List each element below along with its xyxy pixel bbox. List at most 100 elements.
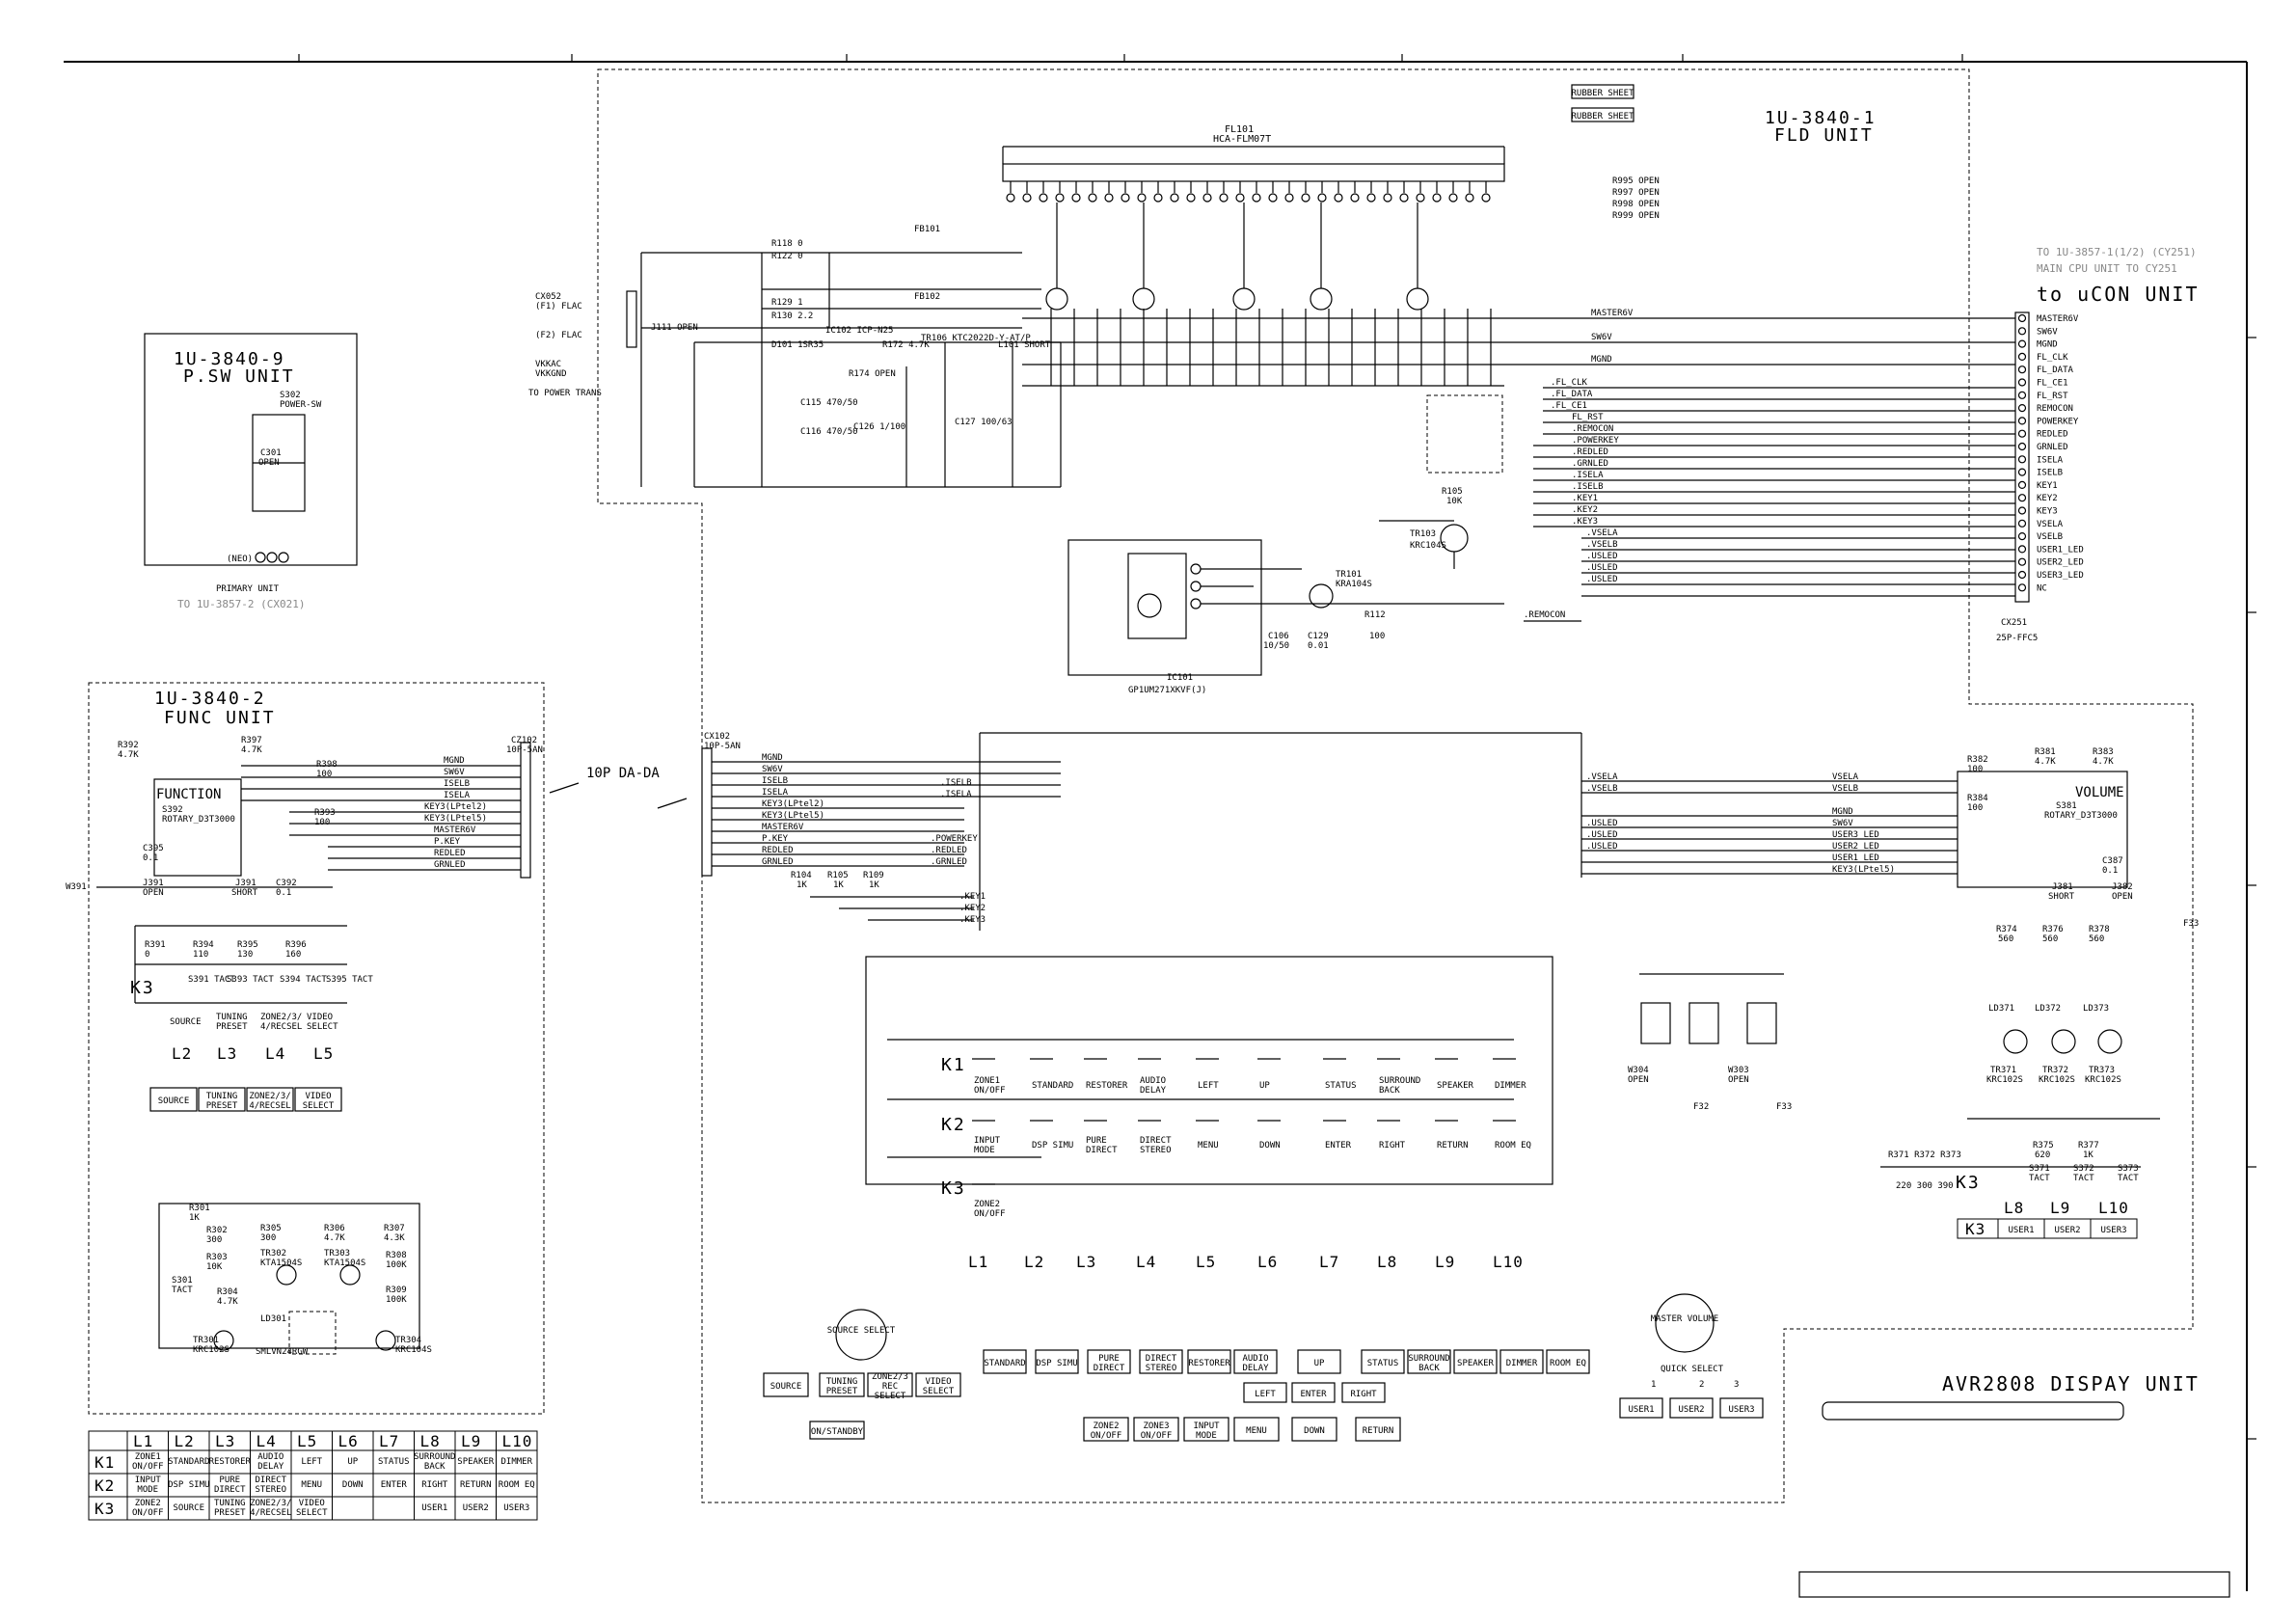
quick-select-user1[interactable] bbox=[1619, 1397, 1663, 1419]
table-cell: ZONE2/3/4/RECSEL bbox=[250, 1499, 291, 1518]
front-key-top[interactable] bbox=[1297, 1349, 1341, 1374]
front-key-top[interactable] bbox=[1499, 1349, 1544, 1374]
table-cell: USER3 bbox=[503, 1503, 529, 1513]
fld-unit-name: FLD UNIT bbox=[1774, 125, 1874, 146]
svg-text:.REMOCON: .REMOCON bbox=[1524, 610, 1565, 620]
k3-label: K3 bbox=[941, 1178, 966, 1199]
front-key-row3[interactable] bbox=[1083, 1417, 1129, 1442]
front-key-top[interactable] bbox=[1233, 1349, 1278, 1374]
svg-text:POWER-SW: POWER-SW bbox=[280, 400, 322, 410]
psw-name: P.SW UNIT bbox=[183, 366, 295, 387]
svg-text:VSELA: VSELA bbox=[1832, 772, 1859, 782]
driver-transistor bbox=[1132, 287, 1155, 311]
front-key-row3[interactable] bbox=[1183, 1417, 1229, 1442]
cx251-part: 25P-FFC5 bbox=[1996, 634, 2038, 643]
front-key-top[interactable] bbox=[983, 1349, 1027, 1374]
front-key-top[interactable] bbox=[1407, 1349, 1451, 1374]
source-key[interactable] bbox=[819, 1372, 865, 1397]
svg-text:KEY3(LPtel2): KEY3(LPtel2) bbox=[762, 799, 824, 809]
front-key-top[interactable] bbox=[1453, 1349, 1498, 1374]
k1-switch-label: STANDARD bbox=[1032, 1081, 1073, 1091]
table-col-l4: L4 bbox=[257, 1432, 277, 1450]
svg-text:.VSELB: .VSELB bbox=[1586, 540, 1618, 550]
user-line-l9: L9 bbox=[2050, 1199, 2070, 1217]
front-key-row3-text: MENU bbox=[1246, 1426, 1267, 1436]
svg-text:ISELA: ISELA bbox=[444, 791, 471, 800]
front-key-top[interactable] bbox=[1361, 1349, 1405, 1374]
svg-text:S395 TACT: S395 TACT bbox=[326, 975, 373, 985]
front-key-row2[interactable] bbox=[1291, 1382, 1336, 1403]
svg-text:KRC104S: KRC104S bbox=[395, 1345, 432, 1355]
front-key-row3[interactable] bbox=[1133, 1417, 1179, 1442]
front-key-top[interactable] bbox=[1035, 1349, 1079, 1374]
front-key-row2[interactable] bbox=[1341, 1382, 1386, 1403]
svg-text:F33: F33 bbox=[1776, 1102, 1792, 1112]
svg-text:IC102 ICP-N25: IC102 ICP-N25 bbox=[825, 326, 893, 336]
svg-text:R303: R303 bbox=[206, 1253, 228, 1262]
svg-text:MASTER6V: MASTER6V bbox=[1591, 309, 1634, 318]
source-key[interactable] bbox=[867, 1372, 913, 1397]
source-key[interactable] bbox=[763, 1372, 809, 1397]
cx251-pin-label: ISELA bbox=[2037, 455, 2064, 465]
svg-text:C127 100/63: C127 100/63 bbox=[955, 418, 1013, 427]
tr103: TR103 KRC104S R105 10K bbox=[1379, 394, 1503, 569]
svg-text:C126 1/100: C126 1/100 bbox=[853, 422, 905, 432]
svg-text:J111 OPEN: J111 OPEN bbox=[651, 323, 698, 333]
svg-text:TACT: TACT bbox=[2118, 1174, 2139, 1183]
user-k3: K3 bbox=[1965, 1220, 1985, 1238]
svg-text:.POWERKEY: .POWERKEY bbox=[1572, 436, 1619, 446]
cx251-pin-label: FL_DATA bbox=[2037, 365, 2074, 375]
svg-text:1K: 1K bbox=[2083, 1150, 2093, 1160]
page-frame bbox=[64, 54, 2256, 1591]
rubber-sheet-1-label: RUBBER SHEET bbox=[1571, 89, 1634, 98]
driver-transistor bbox=[1232, 287, 1256, 311]
func-key-3[interactable] bbox=[294, 1087, 342, 1112]
source-key[interactable] bbox=[915, 1372, 961, 1397]
ic101-ir-receiver: TR101 KRA104S R112 100 C106 10/50 C129 0… bbox=[1067, 539, 1504, 695]
svg-text:USER2_LED: USER2_LED bbox=[1832, 842, 1879, 852]
quick-select-user3[interactable] bbox=[1719, 1397, 1764, 1419]
front-key-top[interactable] bbox=[1546, 1349, 1590, 1374]
svg-text:R377: R377 bbox=[2078, 1141, 2099, 1150]
k1-switch-label: RESTORER bbox=[1086, 1081, 1128, 1091]
k2-label: K2 bbox=[941, 1115, 966, 1135]
on-standby-key[interactable] bbox=[809, 1421, 865, 1440]
main-line-l8: L8 bbox=[1377, 1253, 1397, 1271]
cx251-pin-label: USER3_LED bbox=[2037, 571, 2084, 581]
cable-arrow-left bbox=[549, 782, 580, 794]
svg-text:4.7K: 4.7K bbox=[118, 750, 139, 760]
front-key-row3[interactable] bbox=[1233, 1417, 1280, 1442]
cable-label: 10P DA-DA bbox=[586, 766, 660, 781]
rubber-sheet-2 bbox=[1571, 107, 1634, 122]
front-key-top[interactable] bbox=[1187, 1349, 1231, 1374]
front-key-row3[interactable] bbox=[1355, 1417, 1401, 1442]
func-key-2[interactable] bbox=[246, 1087, 294, 1112]
func-key-0[interactable] bbox=[149, 1087, 198, 1112]
psw-code: 1U-3840-9 bbox=[174, 349, 285, 369]
svg-text:C116 470/50: C116 470/50 bbox=[800, 427, 858, 437]
front-key-top[interactable] bbox=[1139, 1349, 1183, 1374]
svg-text:1K: 1K bbox=[189, 1213, 200, 1223]
front-key-top[interactable] bbox=[1087, 1349, 1131, 1374]
svg-text:J391: J391 bbox=[235, 879, 257, 888]
svg-text:R172 4.7K: R172 4.7K bbox=[882, 340, 930, 350]
front-key-row2[interactable] bbox=[1243, 1382, 1287, 1403]
svg-text:1K: 1K bbox=[797, 880, 807, 890]
svg-text:0.1: 0.1 bbox=[276, 888, 291, 898]
front-key-row3[interactable] bbox=[1291, 1417, 1337, 1442]
svg-text:10K: 10K bbox=[206, 1262, 223, 1272]
svg-text:KRC102S: KRC102S bbox=[193, 1345, 230, 1355]
svg-text:C395: C395 bbox=[143, 844, 164, 853]
quick-select-user2[interactable] bbox=[1669, 1397, 1714, 1419]
svg-text:10P-5AN: 10P-5AN bbox=[506, 745, 543, 755]
func-key-1[interactable] bbox=[198, 1087, 246, 1112]
